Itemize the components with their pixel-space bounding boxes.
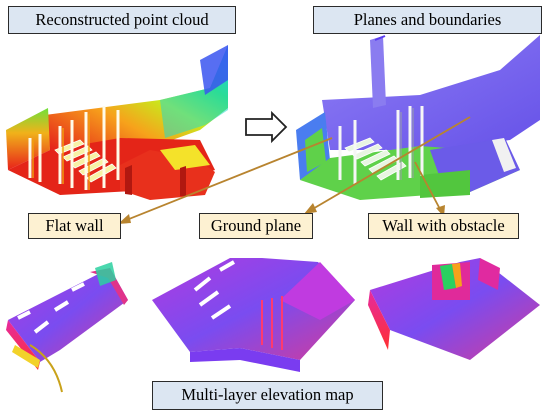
label-wall-with-obstacle: Wall with obstacle	[368, 213, 519, 239]
label-multi-layer-elevation-map: Multi-layer elevation map	[152, 381, 383, 410]
pointer-arrow-flat-wall	[118, 137, 333, 224]
elevation-map-wall-obstacle	[368, 258, 540, 360]
elevation-map-ground-plane	[152, 258, 355, 372]
reconstructed-point-cloud-render	[6, 45, 228, 200]
planes-and-boundaries-render	[296, 35, 540, 200]
label-ground-plane: Ground plane	[199, 213, 313, 239]
pointer-arrows	[118, 116, 471, 224]
elevation-map-flat-wall	[6, 262, 128, 393]
pointer-arrow-ground-plane	[304, 116, 471, 214]
label-flat-wall: Flat wall	[28, 213, 121, 239]
label-reconstructed-point-cloud: Reconstructed point cloud	[8, 6, 236, 34]
label-planes-and-boundaries: Planes and boundaries	[313, 6, 542, 34]
hollow-right-arrow-icon	[245, 110, 288, 144]
